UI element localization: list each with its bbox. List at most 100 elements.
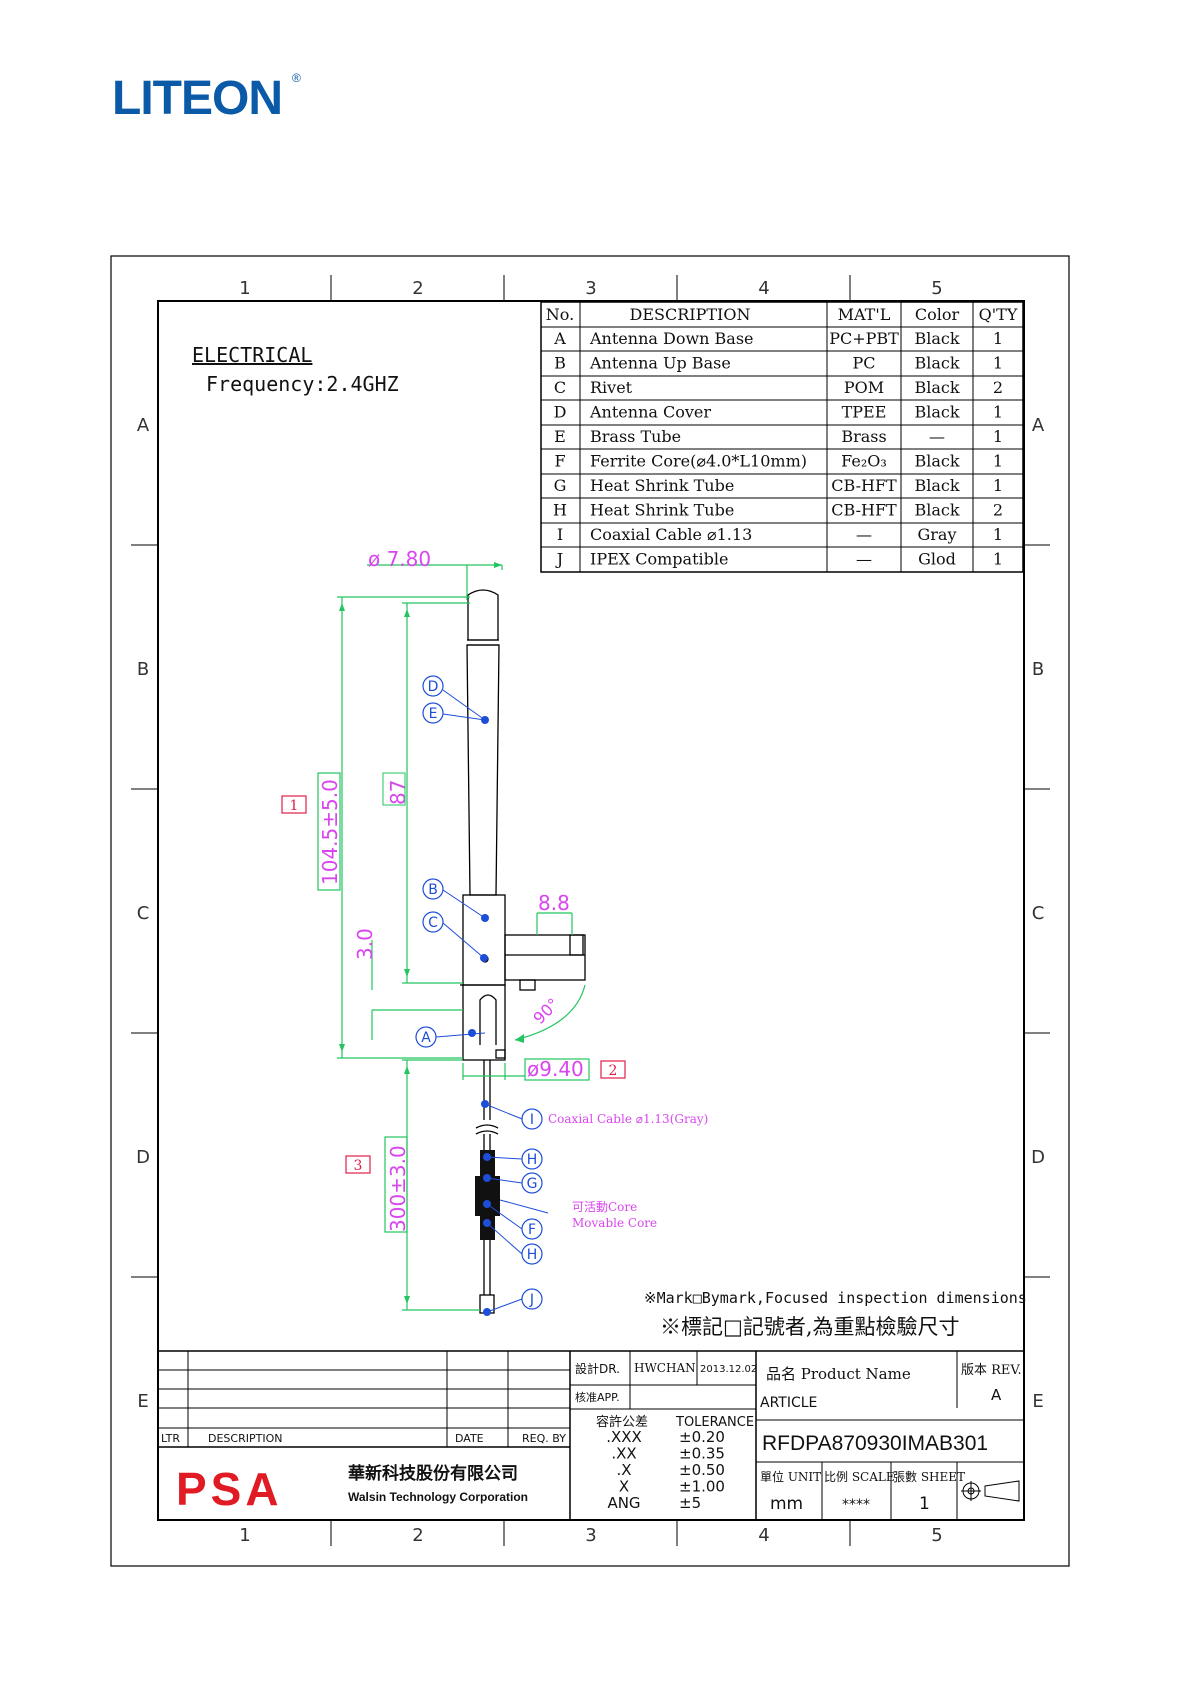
antenna-drawing [460, 589, 586, 1314]
note-cn: ※標記□記號者,為重點檢驗尺寸 [660, 1315, 960, 1339]
rev-header-date: DATE [455, 1432, 484, 1445]
callout-leaders [435, 689, 549, 1313]
bom-cell: 1 [993, 427, 1003, 446]
shrink-tubes [475, 1150, 500, 1240]
bom-cell: Gray [917, 525, 956, 544]
rev-label: 版本 REV. [961, 1363, 1022, 1378]
col-label-bottom: 5 [931, 1525, 942, 1546]
bom-cell: Coaxial Cable ⌀1.13 [590, 525, 752, 544]
bom-cell: Heat Shrink Tube [590, 501, 734, 520]
tolerance-value: ±5 [679, 1494, 701, 1512]
rev-value: A [991, 1386, 1002, 1404]
bom-cell: Rivet [590, 378, 633, 397]
antenna-tip [467, 589, 499, 641]
tolerance-value: ±1.00 [679, 1478, 725, 1496]
col-label-bottom: 4 [758, 1525, 769, 1546]
inner-frame [157, 300, 1025, 1521]
designer-name: HWCHAN [634, 1361, 696, 1375]
bom-cell: PC+PBT [829, 329, 899, 348]
col-label-bottom: 2 [412, 1525, 423, 1546]
company-name-cn: 華新科技股份有限公司 [348, 1463, 518, 1484]
tolerance-precision: .XX [611, 1445, 636, 1463]
col-label-top: 1 [239, 278, 250, 299]
rev-header-description: DESCRIPTION [208, 1432, 282, 1445]
inspection-notes: ※Mark□Bymark,Focused inspection dimensio… [644, 1289, 1027, 1339]
revision-headers: LTR DESCRIPTION DATE REQ. BY [161, 1432, 566, 1445]
dim-cable-length: 300±3.0 [386, 1145, 410, 1232]
core-label-cn: 可活動Core [572, 1200, 637, 1214]
bom-cell: D [554, 403, 567, 422]
col-label-top: 2 [412, 278, 423, 299]
bom-cell: 1 [993, 354, 1003, 373]
callout-d: D [428, 679, 439, 695]
row-label-left: C [137, 903, 150, 924]
dimension-boxes [317, 772, 590, 1233]
bom-cell: Fe₂O₃ [841, 452, 887, 471]
bom-cell: 2 [993, 378, 1003, 397]
approve-label: 核准APP. [575, 1390, 620, 1404]
sheet-value: 1 [919, 1494, 930, 1514]
bom-cell: B [554, 354, 566, 373]
mark-3: 3 [354, 1158, 363, 1174]
cable-label: Coaxial Cable ⌀1.13(Gray) [548, 1112, 708, 1126]
tolerance-precision: .XXX [606, 1428, 642, 1446]
scale-label: 比例 SCALE [824, 1470, 895, 1484]
bom-cell: Black [914, 354, 959, 373]
bom-header-cell: DESCRIPTION [630, 305, 751, 324]
tolerance-precision: X [619, 1478, 629, 1496]
frequency-text: Frequency:2.4GHZ [206, 372, 399, 396]
bom-cell: 1 [993, 329, 1003, 348]
callout-c: C [428, 915, 438, 931]
col-label-top: 5 [931, 278, 942, 299]
tolerance-precision: .X [616, 1461, 631, 1479]
col-label-bottom: 3 [585, 1525, 596, 1546]
dimension-arrows [339, 562, 524, 1304]
liteon-logo: LITEON ® [112, 71, 301, 125]
bom-cell: Black [914, 329, 959, 348]
bom-cell: Black [914, 403, 959, 422]
logo-text: LITEON [112, 72, 282, 125]
bom-cell: 2 [993, 501, 1003, 520]
bom-cell: J [555, 550, 563, 569]
projection-symbol [961, 1480, 1020, 1502]
bom-cell: Black [914, 501, 959, 520]
bom-cell: 1 [993, 476, 1003, 495]
callout-e: E [429, 706, 438, 722]
tolerance-value: ±0.50 [679, 1461, 725, 1479]
unit-label: 單位 UNIT [760, 1469, 821, 1484]
outer-frame [110, 255, 1070, 1567]
unit-value: mm [770, 1494, 803, 1514]
row-label-left: D [136, 1147, 150, 1168]
psa-logo: PSA 華新科技股份有限公司 Walsin Technology Corpora… [176, 1463, 528, 1515]
bom-cell: Glod [918, 550, 956, 569]
bom-cell: — [929, 427, 945, 446]
dim-connector-width: 8.8 [538, 891, 570, 915]
antenna-up-base [462, 894, 506, 986]
bom-cell: CB-HFT [831, 476, 897, 495]
bom-cell: Black [914, 476, 959, 495]
col-label-bottom: 1 [239, 1525, 250, 1546]
dim-cover-length: 87 [386, 780, 410, 805]
dim-base-diameter: ø9.40 [527, 1057, 584, 1081]
bom-cell: C [554, 378, 566, 397]
row-label-left: B [137, 659, 149, 680]
dimension-texts: ø 7.80 87 104.5±5.0 3.0 8.8 90° ø9.40 30… [318, 547, 584, 1232]
bom-cell: Brass Tube [590, 427, 681, 446]
callout-a: A [421, 1030, 431, 1046]
part-number: RFDPA870930IMAB301 [762, 1432, 988, 1455]
bom-cell: Antenna Cover [589, 403, 711, 422]
callout-notes: Coaxial Cable ⌀1.13(Gray) 可活動Core Movabl… [548, 1112, 708, 1230]
callout-h-lower: H [527, 1247, 538, 1263]
bom-cell: Black [914, 378, 959, 397]
callout-f: F [528, 1222, 536, 1238]
dim-top-diameter: ø 7.80 [368, 547, 431, 571]
company-name-en: Walsin Technology Corporation [348, 1490, 528, 1504]
antenna-cover [466, 644, 500, 896]
row-label-right: E [1032, 1391, 1043, 1412]
bom-cell: Black [914, 452, 959, 471]
dim-total-length: 104.5±5.0 [318, 779, 342, 885]
bom-cell: Heat Shrink Tube [590, 476, 734, 495]
bom-cell: TPEE [842, 403, 887, 422]
